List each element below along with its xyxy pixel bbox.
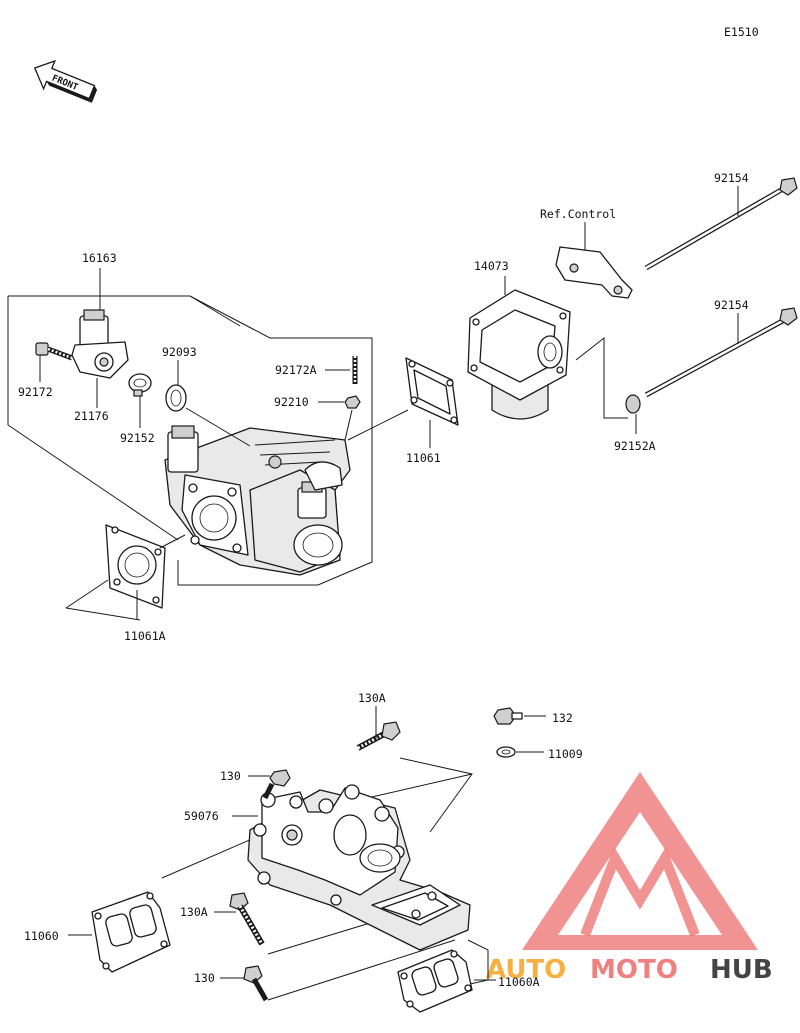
part-11060A-gasket xyxy=(397,949,496,1013)
label-130A-top: 130A xyxy=(358,691,386,705)
front-arrow-icon: FRONT xyxy=(33,59,98,103)
part-92154-bolt-bottom xyxy=(644,307,798,398)
label-59076: 59076 xyxy=(184,809,219,823)
label-11061A: 11061A xyxy=(124,629,166,643)
label-11060A: 11060A xyxy=(498,975,540,989)
label-130A-bottom: 130A xyxy=(180,905,208,919)
label-11060: 11060 xyxy=(24,929,59,943)
part-92152A-collar xyxy=(575,336,641,434)
label-92093: 92093 xyxy=(162,345,197,359)
part-130-bolt-bottom xyxy=(220,965,269,1002)
throttle-assembly-outline xyxy=(7,295,373,586)
part-92210-nut xyxy=(318,395,361,441)
part-92154-bolt-top xyxy=(644,177,798,271)
part-11060-gasket xyxy=(68,891,171,973)
label-92172A: 92172A xyxy=(275,363,317,377)
diagram-code: E1510 xyxy=(724,25,759,39)
part-130A-bolt-bottom xyxy=(214,892,265,946)
throttle-body xyxy=(164,425,351,576)
part-92172A-stud xyxy=(325,356,358,384)
part-132-bolt xyxy=(493,707,546,725)
watermark-logo xyxy=(522,772,758,950)
label-11009: 11009 xyxy=(548,747,583,761)
watermark-hub: HUB xyxy=(710,955,773,985)
part-92093-oring xyxy=(165,360,251,447)
label-130-top: 130 xyxy=(220,769,241,783)
label-92154-top: 92154 xyxy=(714,171,749,185)
label-ref-control: Ref.Control xyxy=(540,207,616,221)
label-92210: 92210 xyxy=(274,395,309,409)
part-130A-bolt-top xyxy=(356,706,401,751)
watermark-moto: MOTO xyxy=(590,955,678,985)
part-11061-gasket xyxy=(347,357,459,448)
label-11061: 11061 xyxy=(406,451,441,465)
label-132: 132 xyxy=(552,711,573,725)
label-14073: 14073 xyxy=(474,259,509,273)
part-16163-sensor xyxy=(71,268,129,379)
label-92154-bottom: 92154 xyxy=(714,298,749,312)
part-59076-manifold xyxy=(232,784,471,951)
label-92172: 92172 xyxy=(18,385,53,399)
label-21176: 21176 xyxy=(74,409,109,423)
part-14073-duct xyxy=(467,276,571,420)
label-16163: 16163 xyxy=(82,251,117,265)
watermark-auto: AUTO xyxy=(486,955,566,985)
label-92152A: 92152A xyxy=(614,439,656,453)
part-11009-washer xyxy=(496,746,544,758)
part-92172-screw xyxy=(35,342,73,382)
part-130-bolt-top xyxy=(248,769,291,800)
part-11061A-gasket xyxy=(65,524,186,621)
part-92152-clip xyxy=(128,373,152,428)
label-92152: 92152 xyxy=(120,431,155,445)
label-130-bottom: 130 xyxy=(194,971,215,985)
ref-control-bracket xyxy=(555,222,633,299)
watermark-text: AUTO MOTO HUB xyxy=(486,955,773,985)
